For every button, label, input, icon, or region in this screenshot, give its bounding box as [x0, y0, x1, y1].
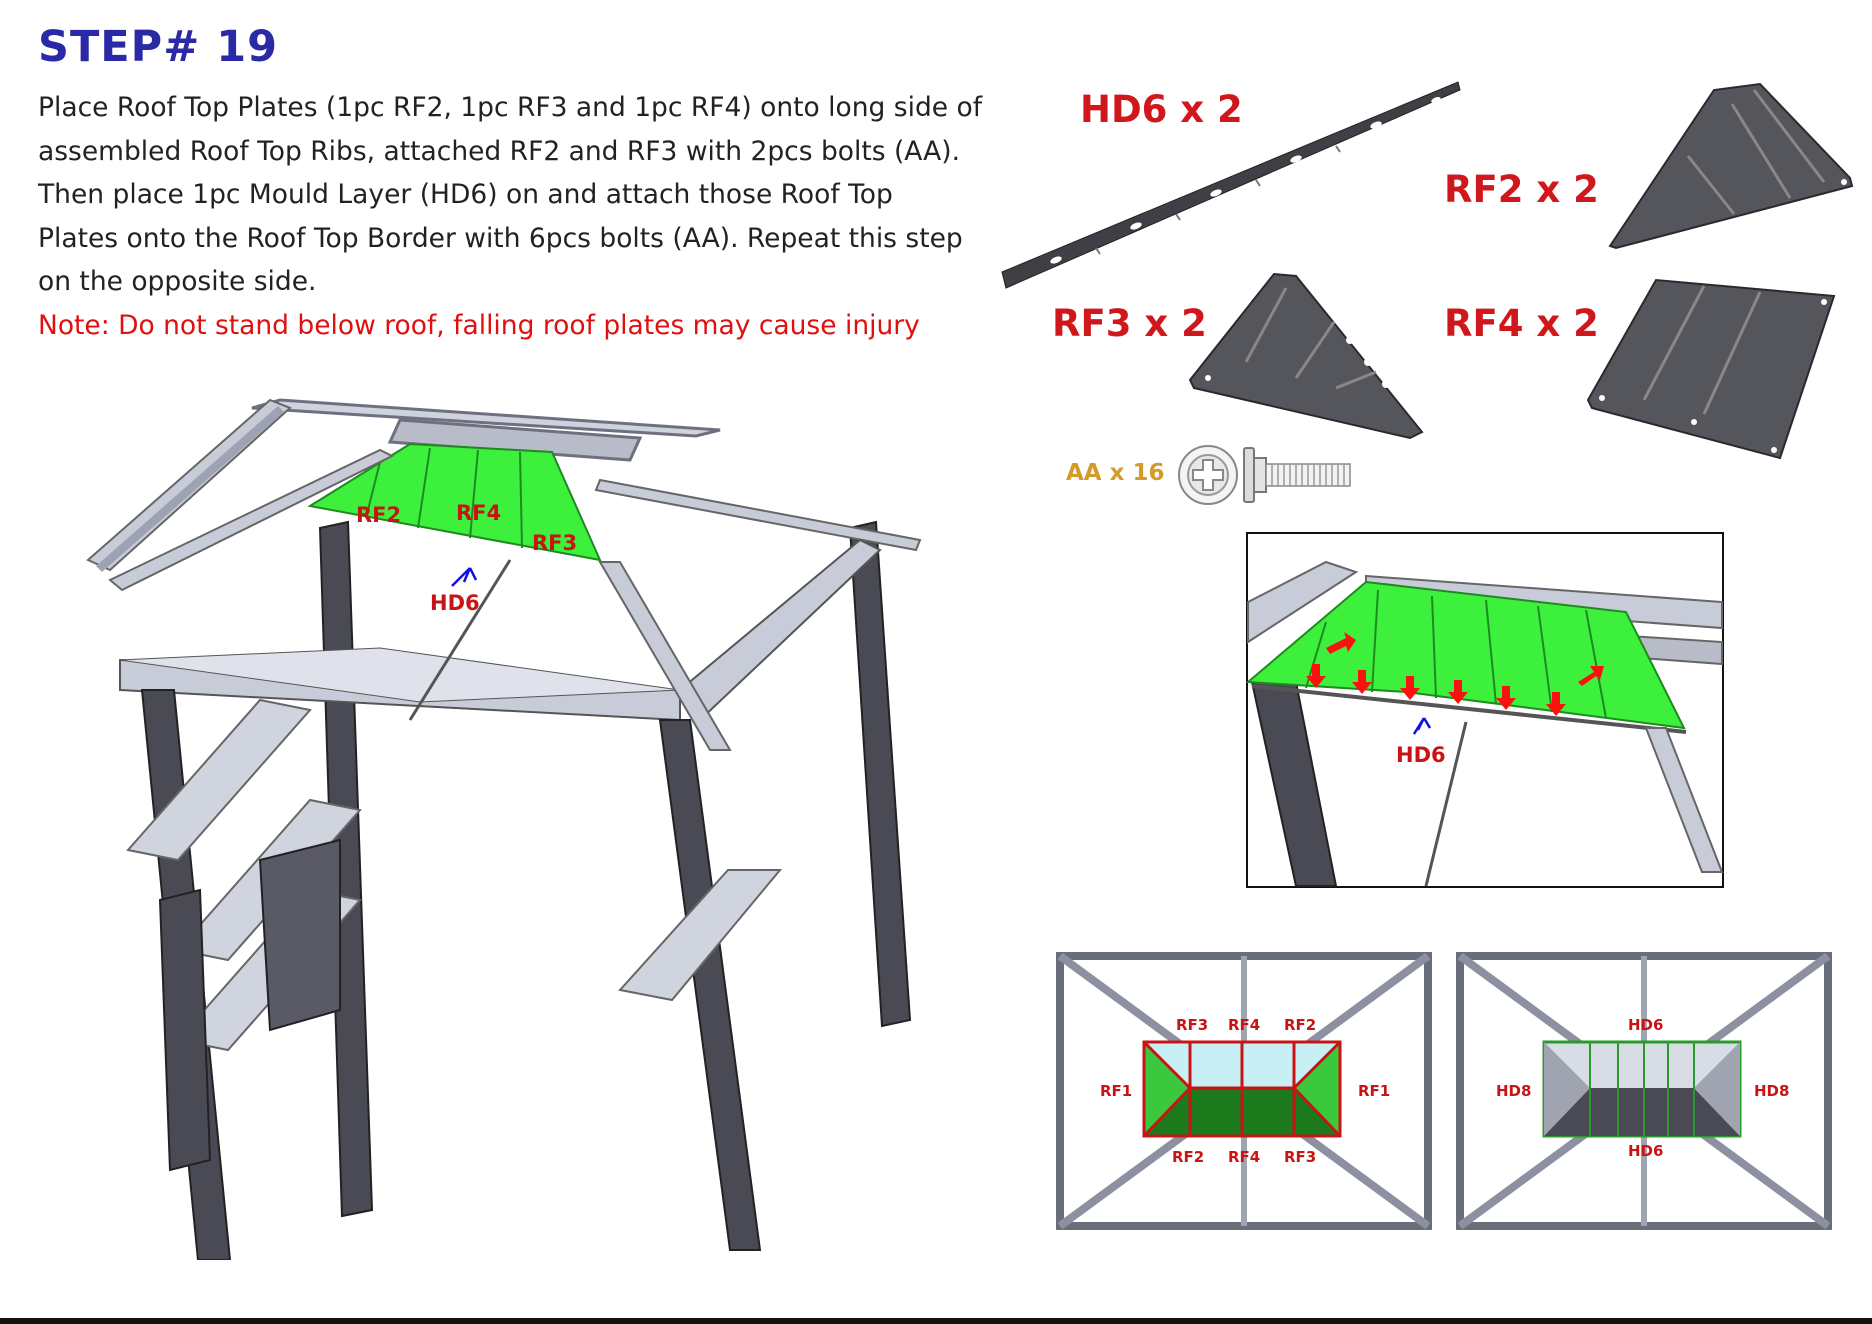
instruction-line: on the opposite side. — [38, 266, 317, 297]
tv2-label-hd6-top: HD6 — [1628, 1016, 1663, 1034]
part-label-rf3: RF3 x 2 — [1052, 302, 1207, 345]
main-label-rf4: RF4 — [456, 501, 501, 525]
tv2-label-hd6-bottom: HD6 — [1628, 1142, 1663, 1160]
tv2-label-hd8-right: HD8 — [1754, 1082, 1789, 1100]
tv1-label-rf2-bottom: RF2 — [1172, 1148, 1204, 1166]
part-label-rf4: RF4 x 2 — [1444, 302, 1599, 345]
tv1-label-rf2-top: RF2 — [1284, 1016, 1316, 1034]
part-label-bolt: AA x 16 — [1066, 460, 1165, 486]
instruction-line: assembled Roof Top Ribs, attached RF2 an… — [38, 135, 961, 167]
tv1-label-rf1-left: RF1 — [1100, 1082, 1132, 1100]
instruction-line: Place Roof Top Plates (1pc RF2, 1pc RF3 … — [38, 92, 983, 123]
step-title: STEP# 19 — [38, 22, 279, 72]
main-label-hd6: HD6 — [430, 591, 480, 615]
hd6-mould-layer-image — [1001, 81, 1461, 289]
instruction-line: Then place 1pc Mould Layer (HD6) on and … — [38, 179, 893, 210]
detail-inset-diagram: HD6 — [1246, 532, 1724, 888]
main-label-rf3: RF3 — [532, 531, 577, 555]
top-view-hd-layout: HD6 HD8 HD8 HD6 — [1456, 952, 1832, 1230]
rf3-plate-image — [1188, 272, 1424, 440]
tv1-label-rf3-top: RF3 — [1176, 1016, 1208, 1034]
part-label-hd6: HD6 x 2 — [1080, 88, 1243, 131]
tv1-label-rf4-bottom: RF4 — [1228, 1148, 1260, 1166]
instructions-text: Place Roof Top Plates (1pc RF2, 1pc RF3 … — [38, 86, 983, 347]
main-label-rf2: RF2 — [356, 503, 401, 527]
tv1-label-rf3-bottom: RF3 — [1284, 1148, 1316, 1166]
page-bottom-rule — [0, 1318, 1872, 1324]
tv1-label-rf4-top: RF4 — [1228, 1016, 1260, 1034]
top-view-rf-layout: RF3 RF4 RF2 RF1 RF1 RF2 RF4 RF3 — [1056, 952, 1432, 1230]
part-label-rf2: RF2 x 2 — [1444, 168, 1599, 211]
instruction-line: Plates onto the Roof Top Border with 6pc… — [38, 222, 963, 254]
tv2-label-hd8-left: HD8 — [1496, 1082, 1531, 1100]
detail-label-hd6: HD6 — [1396, 743, 1446, 767]
rf2-plate-image — [1608, 82, 1854, 250]
tv1-label-rf1-right: RF1 — [1358, 1082, 1390, 1100]
main-assembly-diagram: RF2 RF4 RF3 HD6 — [86, 398, 922, 1260]
safety-note: Note: Do not stand below roof, falling r… — [38, 309, 920, 341]
aa-bolt-image — [1178, 445, 1351, 505]
rf4-plate-image — [1586, 278, 1836, 460]
